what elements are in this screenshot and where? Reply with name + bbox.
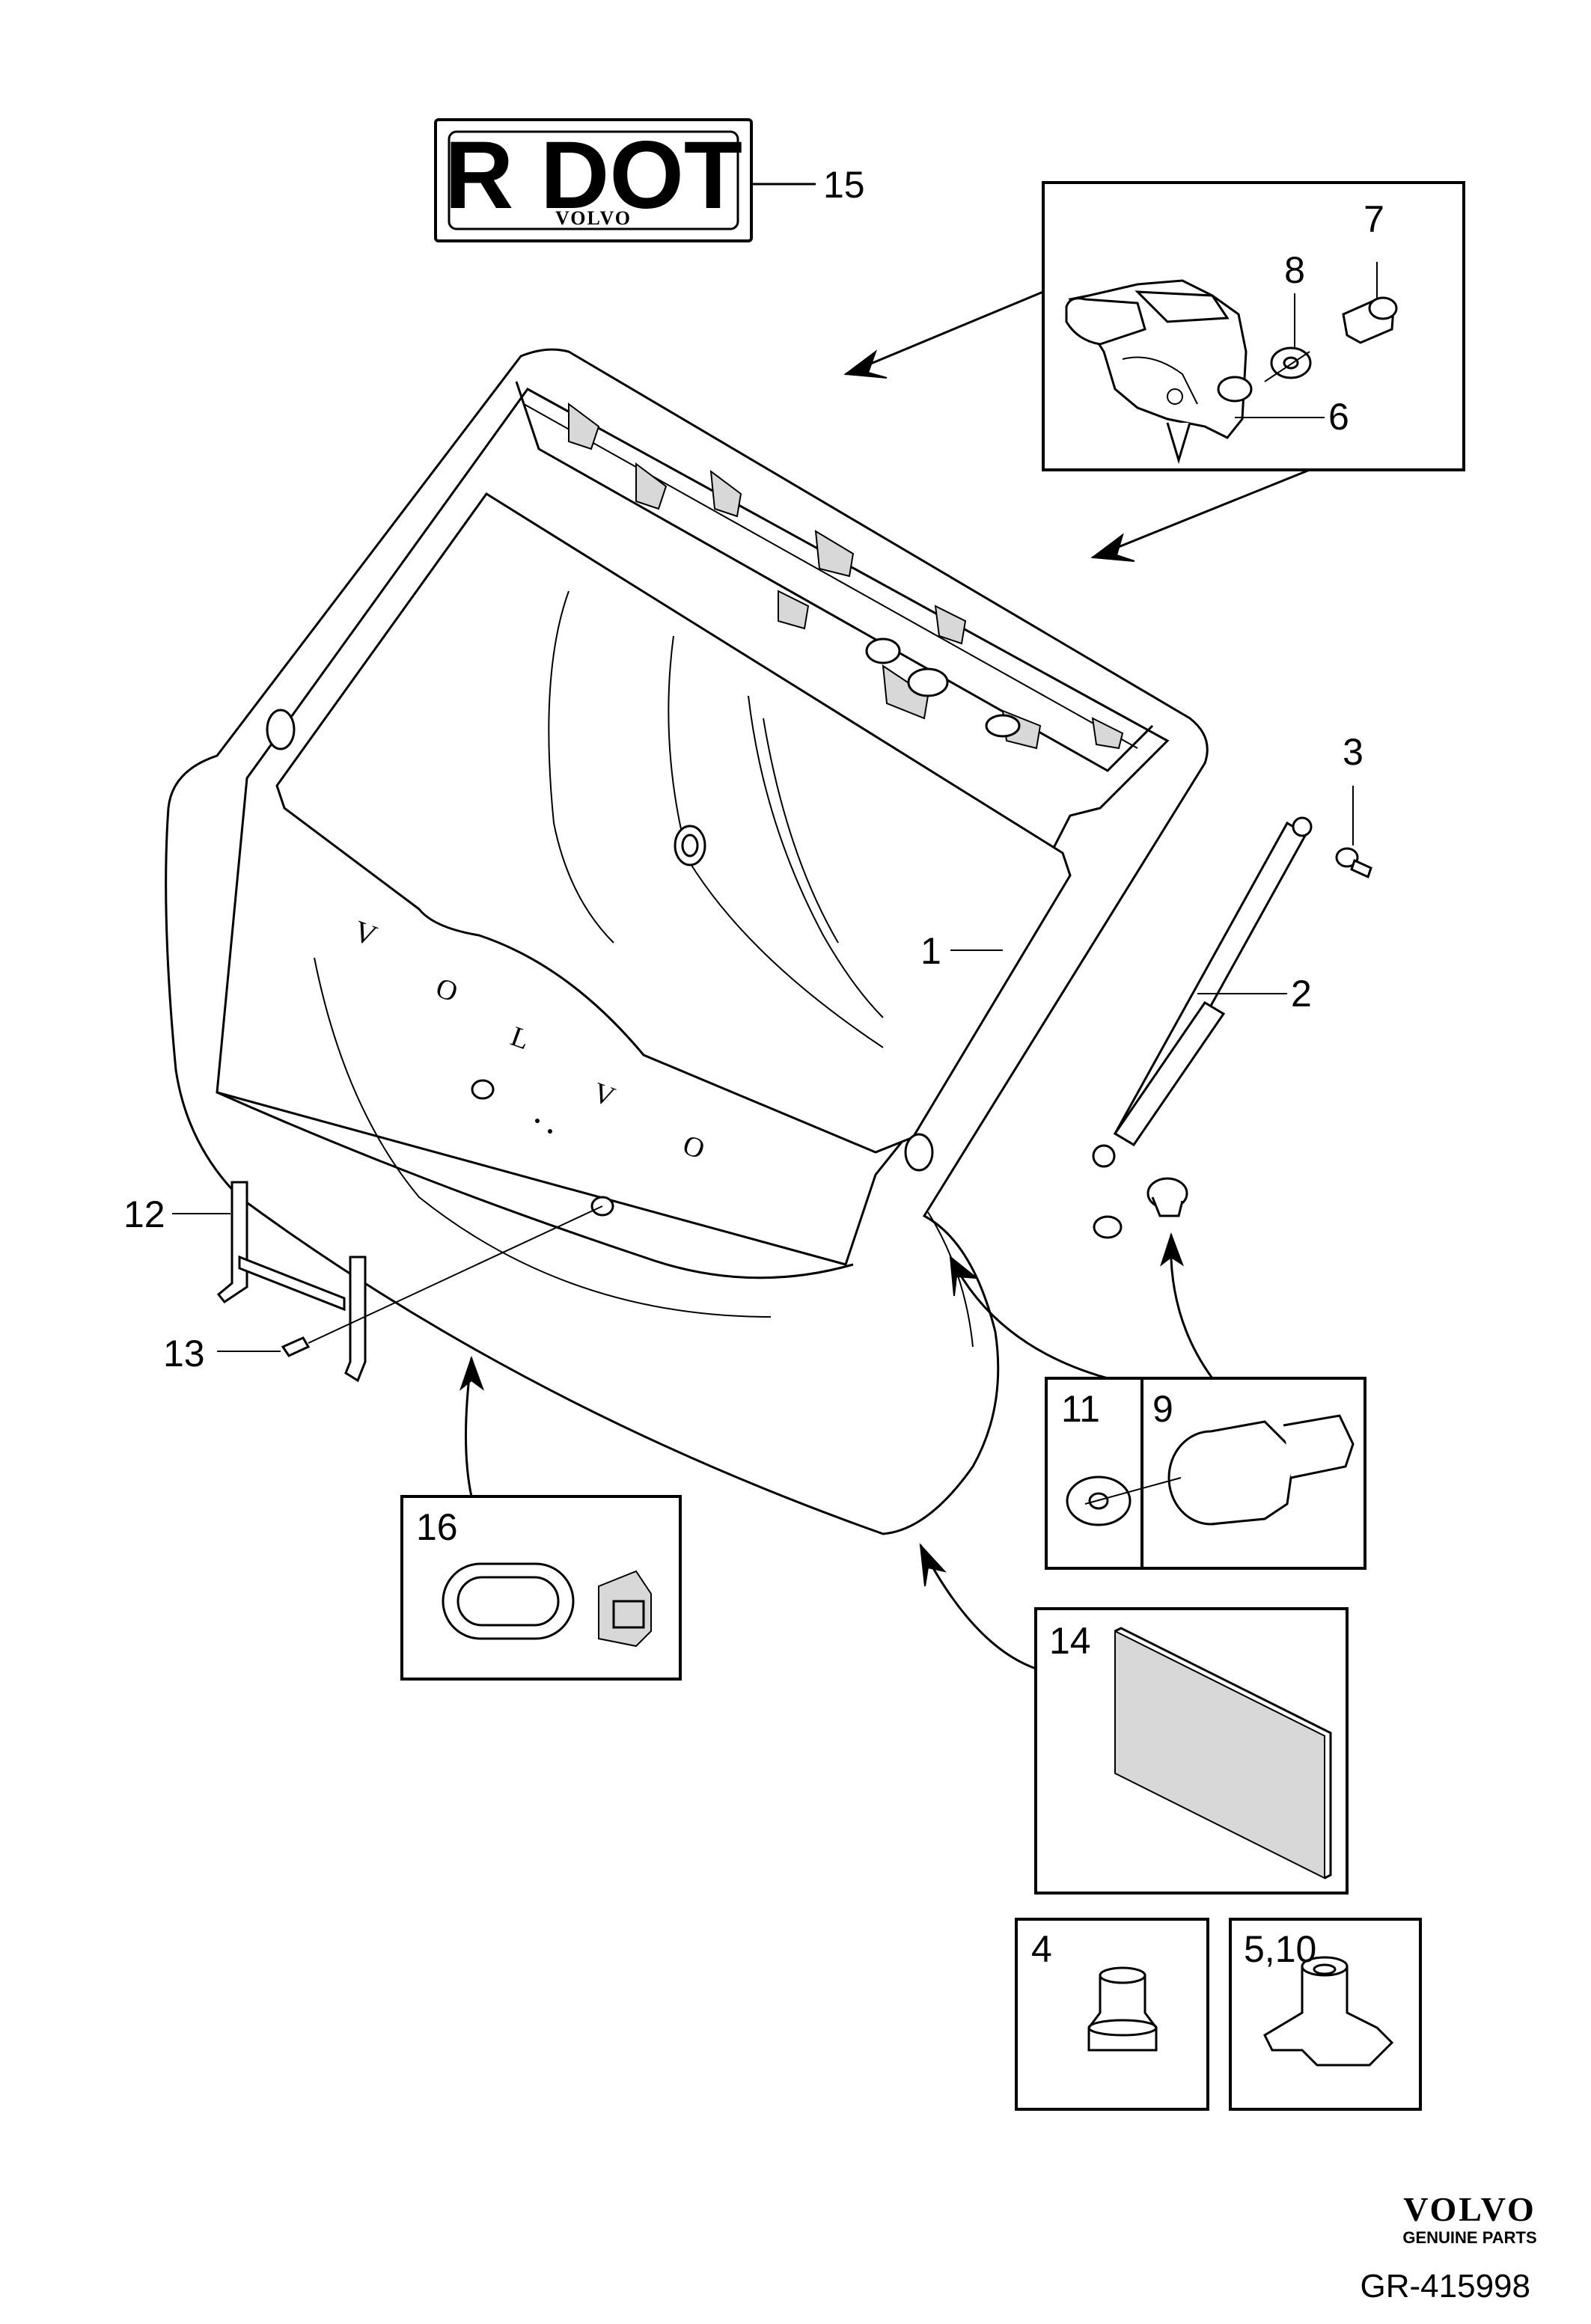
callout-14[interactable]: 14	[1049, 1620, 1091, 1662]
bolt-part-13[interactable]	[281, 1336, 311, 1357]
callout-12[interactable]: 12	[123, 1193, 165, 1235]
arrow-hinge-top	[845, 290, 1044, 376]
detail-box-4[interactable]: 4	[1015, 1918, 1209, 2111]
callout-4[interactable]: 4	[1031, 1928, 1052, 1970]
brand-subtitle: GENUINE PARTS	[1402, 2228, 1536, 2247]
ball-stud-part-3[interactable]	[1335, 847, 1372, 879]
buffer-small	[1146, 1177, 1188, 1217]
tailgate-part-1[interactable]: V O L V O	[165, 348, 1209, 1535]
callout-6[interactable]: 6	[1328, 396, 1349, 438]
bracket-part-12[interactable]	[216, 1181, 367, 1383]
callout-13[interactable]: 13	[163, 1333, 205, 1374]
brand-name: VOLVO	[1403, 2190, 1536, 2228]
detail-box-5-10[interactable]: 5,10	[1229, 1918, 1422, 2111]
callout-7[interactable]: 7	[1364, 198, 1384, 240]
license-plate-part-15[interactable]: R DOT VOLVO	[434, 118, 753, 242]
detail-box-16[interactable]: 16	[400, 1495, 682, 1681]
brand-logo: VOLVO GENUINE PARTS	[1402, 2190, 1536, 2247]
diagram-reference-number: GR-415998	[1361, 2268, 1530, 2305]
arrow-11	[949, 1256, 1108, 1380]
callout-1[interactable]: 1	[920, 930, 941, 972]
callout-15[interactable]: 15	[823, 164, 865, 206]
arrow-hinge-bottom	[1092, 468, 1310, 559]
callout-8[interactable]: 8	[1284, 249, 1305, 291]
plate-sub-text: VOLVO	[555, 207, 632, 229]
detail-box-11-9[interactable]: 11 9	[1045, 1377, 1366, 1570]
plate-main-text: R DOT	[445, 122, 742, 229]
callout-5-10[interactable]: 5,10	[1244, 1928, 1316, 1970]
hinge-detail-box[interactable]: 8 7 6	[1042, 181, 1465, 471]
callout-9[interactable]: 9	[1152, 1388, 1173, 1430]
callout-11[interactable]: 11	[1061, 1388, 1100, 1430]
callout-16[interactable]: 16	[416, 1506, 458, 1548]
gas-strut-part-2[interactable]	[1092, 816, 1313, 1239]
callout-2[interactable]: 2	[1291, 973, 1312, 1015]
detail-box-14[interactable]: 14	[1034, 1607, 1349, 1895]
callout-3[interactable]: 3	[1343, 731, 1364, 773]
